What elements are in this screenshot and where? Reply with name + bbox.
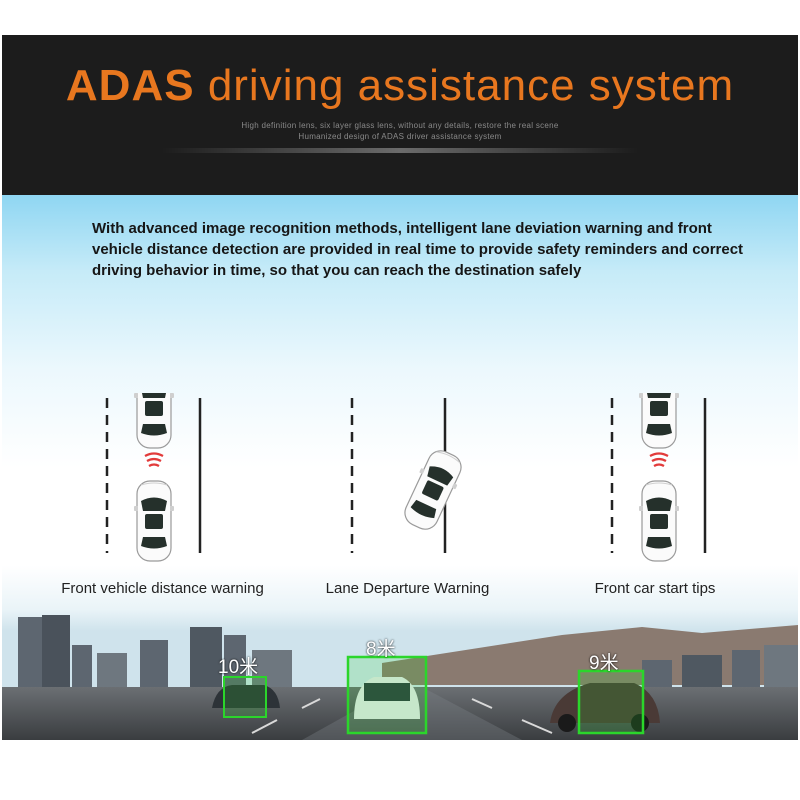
distance-readout-center: 8米 (366, 639, 396, 660)
feature-label-lane: Lane Departure Warning (325, 580, 490, 597)
intro-text: With advanced image recognition methods,… (92, 220, 744, 279)
street-scene (2, 615, 798, 740)
title-underline (2, 148, 798, 153)
distance-warning-icon (105, 393, 202, 562)
lane-markings (251, 698, 553, 734)
distance-readout-left: 10米 (218, 657, 259, 678)
header-banner: ADAS driving assistance system High defi… (2, 35, 798, 195)
detected-car-right (550, 669, 660, 735)
tagline-2: Humanized design of ADAS driver assistan… (298, 132, 502, 141)
distance-readout-right: 9米 (589, 653, 619, 674)
city-skyline (18, 615, 798, 687)
feature-label-start: Front car start tips (594, 580, 716, 597)
detected-car-center (346, 655, 428, 735)
title-light: driving assistance system (207, 61, 735, 110)
feature-label-distance: Front vehicle distance warning (61, 580, 264, 597)
detected-car-left (212, 676, 280, 718)
tagline-1: High definition lens, six layer glass le… (241, 121, 559, 130)
title-strong: ADAS (65, 61, 195, 110)
lane-departure-icon (350, 398, 469, 553)
page-title: ADAS driving assistance system (2, 61, 798, 111)
front-car-start-icon (610, 393, 707, 562)
